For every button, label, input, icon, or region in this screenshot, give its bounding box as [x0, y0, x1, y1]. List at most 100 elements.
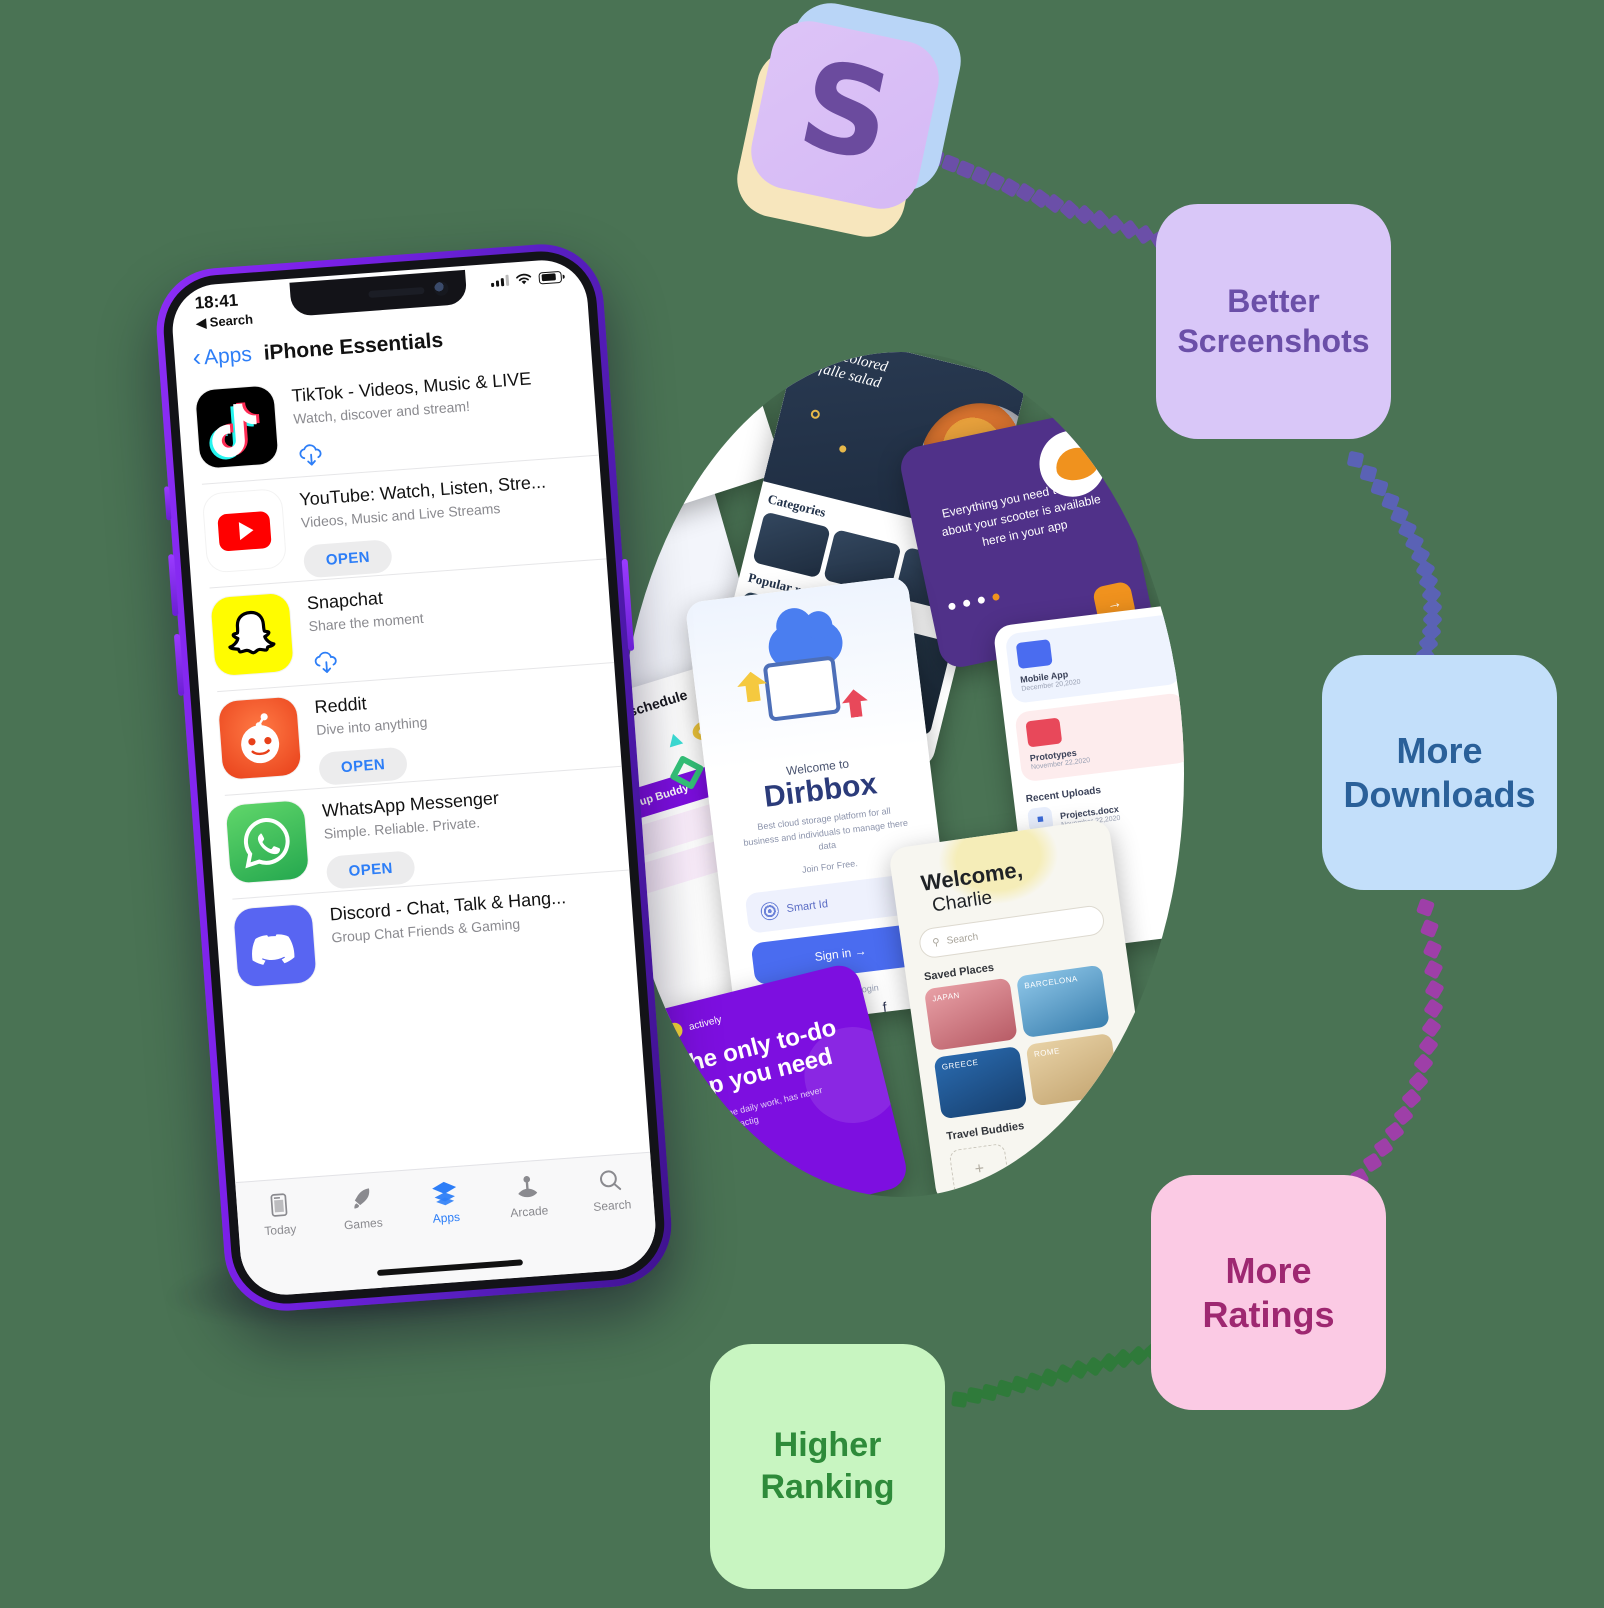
app-row-snapchat[interactable]: Snapchat Share the moment [209, 558, 615, 692]
place-label: BARCELONA [1023, 974, 1079, 991]
places-grid: JAPAN BARCELONA GREECE ROME [908, 961, 1146, 1122]
callout-line2: Screenshots [1177, 322, 1370, 359]
open-button[interactable]: OPEN [302, 538, 393, 578]
dot-icon [838, 444, 848, 454]
open-button[interactable]: OPEN [325, 849, 416, 890]
chevron-left-icon: ‹ [191, 343, 203, 373]
place-tile[interactable]: ROME [1025, 1032, 1120, 1107]
logo-card-front: S [744, 14, 946, 216]
place-label: JAPAN [931, 990, 961, 1004]
search-icon: ⚲ [931, 936, 941, 949]
smart-id-label: Smart Id [785, 897, 829, 915]
fingerprint-icon [759, 900, 780, 921]
connector-dash [1422, 998, 1444, 1019]
app-list: TikTok - Videos, Music & LIVE Watch, dis… [176, 352, 636, 989]
folder-icon [1025, 717, 1063, 748]
app-info: Discord - Chat, Talk & Hang... Group Cha… [329, 882, 618, 981]
callout-line2: Ratings [1202, 1293, 1335, 1335]
youtube-icon [202, 489, 287, 573]
stack-icon [432, 1181, 457, 1206]
place-label: ROME [1033, 1046, 1061, 1059]
connector-dash [1419, 918, 1440, 939]
callout-line2: Ranking [760, 1467, 895, 1506]
page-title: iPhone Essentials [262, 328, 444, 365]
whatsapp-icon [225, 800, 310, 884]
tab-label: Apps [432, 1209, 461, 1226]
dirbbox-illustration [684, 575, 928, 772]
status-time: 18:41 [193, 290, 239, 313]
badge-icon [809, 408, 821, 420]
download-cloud-icon[interactable] [310, 648, 342, 680]
add-buddy-button[interactable]: + [948, 1142, 1011, 1197]
place-tile[interactable]: GREECE [933, 1045, 1028, 1120]
app-row-whatsapp[interactable]: WhatsApp Messenger Simple. Reliable. Pri… [224, 765, 630, 899]
battery-icon [538, 270, 563, 285]
tab-label: Search [592, 1197, 632, 1215]
app-action[interactable] [295, 418, 581, 477]
search-placeholder: Search [945, 931, 979, 947]
tab-label: Today [263, 1221, 297, 1239]
tab-games[interactable]: Games [319, 1183, 405, 1234]
connector-dash [1422, 939, 1443, 960]
iphone-mockup: 18:41 ◀ Search ‹ Apps [152, 239, 676, 1316]
callout-more-downloads[interactable]: More Downloads [1322, 655, 1557, 890]
open-button[interactable]: OPEN [317, 746, 409, 786]
triangle-icon [666, 731, 684, 748]
joystick-icon [518, 1176, 538, 1198]
wifi-icon [516, 273, 532, 285]
app-row-reddit[interactable]: Reddit Dive into anything OPEN [217, 662, 622, 795]
folder-icon [1015, 639, 1053, 670]
reddit-icon [217, 696, 302, 780]
place-label: GREECE [941, 1057, 979, 1072]
connector-dash [1415, 897, 1436, 918]
tab-label: Games [343, 1215, 384, 1233]
download-cloud-icon[interactable] [295, 441, 327, 473]
app-row-tiktok[interactable]: TikTok - Videos, Music & LIVE Watch, dis… [194, 352, 598, 484]
status-bar: 18:41 [169, 257, 586, 321]
back-to-apps-button[interactable]: ‹ Apps [191, 342, 253, 373]
connector-dash [1423, 959, 1444, 980]
pagination-dots [947, 592, 1001, 611]
back-label: Apps [203, 342, 253, 369]
app-info: Snapchat Share the moment [306, 571, 596, 685]
callout-line1: Better [1227, 283, 1320, 320]
callout-line1: More [1396, 729, 1483, 771]
callout-line1: Higher [773, 1426, 882, 1465]
tab-bar: Today Games Apps [235, 1151, 659, 1298]
app-row-discord[interactable]: Discord - Chat, Talk & Hang... Group Cha… [232, 869, 636, 988]
callout-line2: Downloads [1343, 773, 1536, 815]
share-icon [618, 381, 641, 415]
callout-better-screenshots[interactable]: Better Screenshots [1156, 204, 1391, 439]
file-card: Mobile App December 20,2020 [1004, 613, 1182, 704]
monitor-icon [762, 655, 842, 722]
today-icon [270, 1193, 287, 1217]
todo-start-button[interactable]: Start [684, 1174, 811, 1197]
discord-icon [233, 903, 317, 988]
callout-more-ratings[interactable]: More Ratings [1151, 1175, 1386, 1410]
tiktok-icon [195, 385, 279, 469]
callout-higher-ranking[interactable]: Higher Ranking [710, 1344, 945, 1589]
recipe-tile [752, 511, 831, 579]
tab-today[interactable]: Today [236, 1189, 322, 1240]
facebook-icon[interactable]: f [881, 998, 888, 1015]
connector-dash [1420, 1017, 1442, 1038]
snapchat-icon [210, 592, 294, 677]
rocket-icon [354, 1188, 370, 1209]
place-tile[interactable]: JAPAN [923, 977, 1018, 1051]
app-info: TikTok - Videos, Music & LIVE Watch, dis… [291, 363, 581, 477]
place-tile[interactable]: BARCELONA [1016, 964, 1110, 1039]
cellular-icon [490, 274, 510, 288]
brand-logo-stack: S [730, 0, 968, 244]
recipe-hero-title: Pasta colored farfalle salad [800, 352, 890, 392]
tab-search[interactable]: Search [568, 1165, 654, 1216]
tab-apps[interactable]: Apps [402, 1177, 488, 1228]
callout-line1: More [1225, 1249, 1312, 1291]
tab-arcade[interactable]: Arcade [485, 1171, 571, 1222]
upload-arrow-icon [840, 688, 869, 719]
app-action[interactable] [310, 625, 596, 684]
file-card: Prototypes November 22,2020 [1014, 692, 1184, 783]
status-indicators [490, 270, 563, 288]
logo-letter: S [788, 32, 904, 190]
search-icon [600, 1170, 622, 1190]
